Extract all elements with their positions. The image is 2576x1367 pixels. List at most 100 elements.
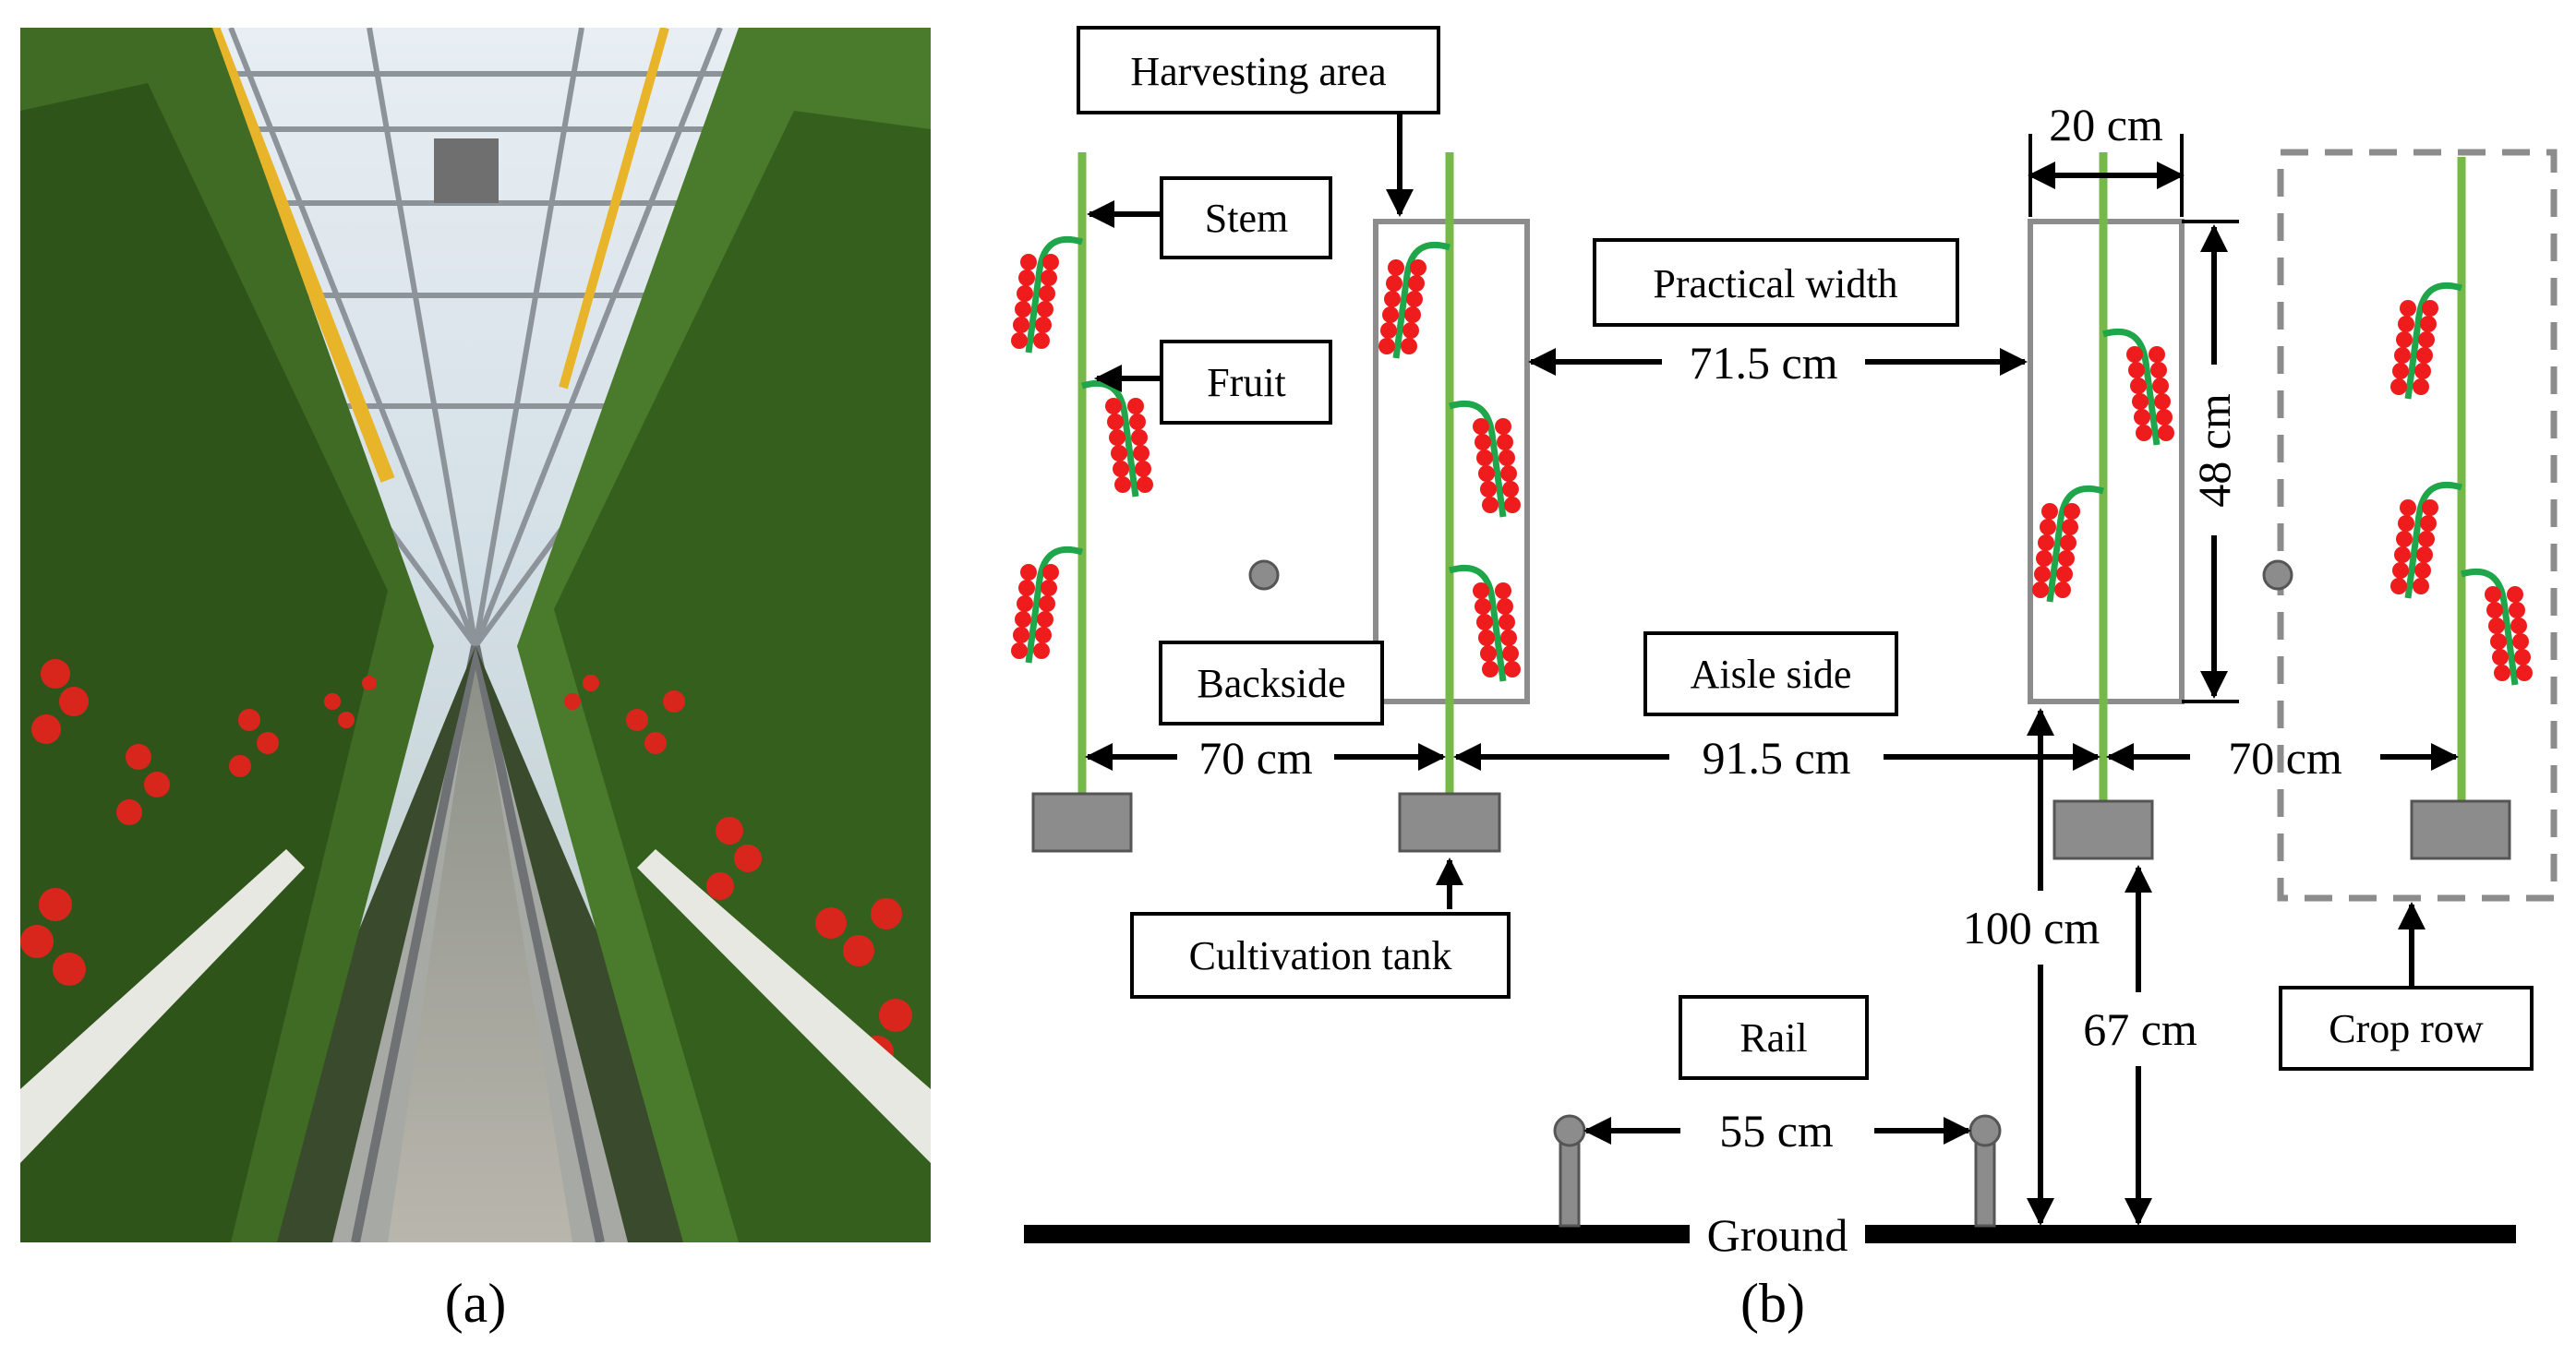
fruit <box>2136 425 2152 441</box>
cultivation-tank-1 <box>1031 792 1133 853</box>
fruit-truss <box>1448 400 1507 518</box>
fruit <box>2492 649 2509 666</box>
backside-label-box <box>1159 641 1384 725</box>
fruit <box>2416 347 2433 364</box>
caption-b: (b) <box>1740 1273 1805 1334</box>
fruit <box>2134 409 2150 426</box>
fruit <box>2126 346 2143 363</box>
fruit <box>2490 633 2507 650</box>
fruit <box>1037 611 1053 628</box>
rail-right <box>1968 1114 2002 1228</box>
fruit-label: Fruit <box>1207 360 1286 405</box>
fruit <box>2032 582 2049 598</box>
fruit-truss <box>2046 485 2105 603</box>
fruit <box>2392 562 2409 579</box>
fruit <box>2413 578 2429 594</box>
fruit <box>1482 497 1499 513</box>
fruit <box>2036 550 2052 567</box>
fruit <box>2396 531 2413 547</box>
fruit <box>1410 259 1426 276</box>
fruit <box>1042 254 1059 270</box>
fruit <box>2054 582 2071 598</box>
fruit <box>2398 316 2414 332</box>
crop-row-label-box <box>2279 986 2534 1071</box>
fruit <box>2150 362 2167 378</box>
fruit <box>2158 425 2174 441</box>
practical-width-label: Practical width <box>1653 261 1897 306</box>
fruit <box>1041 270 1057 286</box>
cultivation-tank-2 <box>1398 792 1501 853</box>
fruit <box>1380 322 1397 339</box>
fruit <box>1504 661 1521 678</box>
fruit <box>1406 291 1423 307</box>
fruit <box>1482 661 1499 678</box>
fruit <box>2418 531 2435 547</box>
crop-row-box <box>2277 149 2558 902</box>
fruit <box>2060 534 2076 551</box>
fruit <box>1039 595 1055 612</box>
fruit <box>1111 445 1127 462</box>
fruit <box>2390 378 2407 395</box>
fruit <box>1109 429 1125 446</box>
ground-label-bg <box>1690 1200 1865 1265</box>
box-height-value: 48 cm <box>2188 393 2240 508</box>
cultivation-tank-label: Cultivation tank <box>1189 933 1452 978</box>
fruit <box>1378 338 1395 354</box>
box-bottom-height-value: 100 cm <box>1963 902 2101 953</box>
fruit <box>2507 586 2523 603</box>
fruit <box>2414 562 2431 579</box>
fruit <box>1476 450 1493 466</box>
fruit <box>1475 434 1491 450</box>
greenhouse-photo <box>20 28 931 1242</box>
caption-a: (a) <box>445 1273 507 1334</box>
fruit <box>1478 465 1495 482</box>
fruit <box>1476 614 1493 630</box>
harvesting-area-label: Harvesting area <box>1130 49 1386 94</box>
fruit-truss <box>2404 481 2463 599</box>
fruit <box>1133 445 1150 462</box>
fruit <box>1473 418 1489 435</box>
fruit-truss <box>1025 546 1084 664</box>
fruit <box>1033 642 1050 659</box>
fruit <box>2154 393 2171 410</box>
fruit <box>1499 614 1515 630</box>
fruit <box>2128 362 2145 378</box>
fruit-truss <box>2101 328 2161 446</box>
fruit <box>1497 434 1513 450</box>
practical-width-label-box <box>1593 238 1959 327</box>
fruit <box>1137 476 1153 493</box>
fruit <box>2152 378 2169 394</box>
fruit <box>2509 602 2525 618</box>
fruit <box>1475 598 1491 615</box>
rail-left <box>1553 1114 1586 1228</box>
box-width-value: 20 cm <box>2049 99 2163 150</box>
fruit <box>1015 611 1031 628</box>
fruit <box>1037 301 1053 318</box>
row-spacing-left-value: 70 cm <box>1198 732 1313 784</box>
fruit <box>2041 503 2058 520</box>
fruit <box>1020 254 1037 270</box>
fruit <box>1495 582 1511 599</box>
backside-label: Backside <box>1197 661 1345 706</box>
fruit <box>2512 633 2529 650</box>
fruit <box>1386 275 1402 292</box>
cultivation-tank-4 <box>2410 799 2511 860</box>
fruit <box>2398 515 2414 532</box>
aisle-side-label-box <box>1643 631 1898 716</box>
fruit <box>1013 317 1029 333</box>
fruit <box>1499 450 1515 466</box>
fruit-truss <box>1448 564 1507 682</box>
fruit <box>1402 322 1419 339</box>
fruit <box>2038 534 2054 551</box>
diagram: Harvesting area Stem Fruit Practical wid… <box>1011 26 2558 1265</box>
stem-label: Stem <box>1205 196 1288 241</box>
fruit <box>1018 580 1035 596</box>
fruit-truss <box>1392 241 1451 359</box>
aisle-width-value: 91.5 cm <box>1702 732 1850 784</box>
fruit <box>2414 363 2431 379</box>
stem-label-box <box>1160 176 1332 259</box>
fruit <box>2516 665 2533 681</box>
fruit <box>1473 582 1489 599</box>
fruit <box>2420 515 2437 532</box>
fruit <box>1127 398 1144 414</box>
